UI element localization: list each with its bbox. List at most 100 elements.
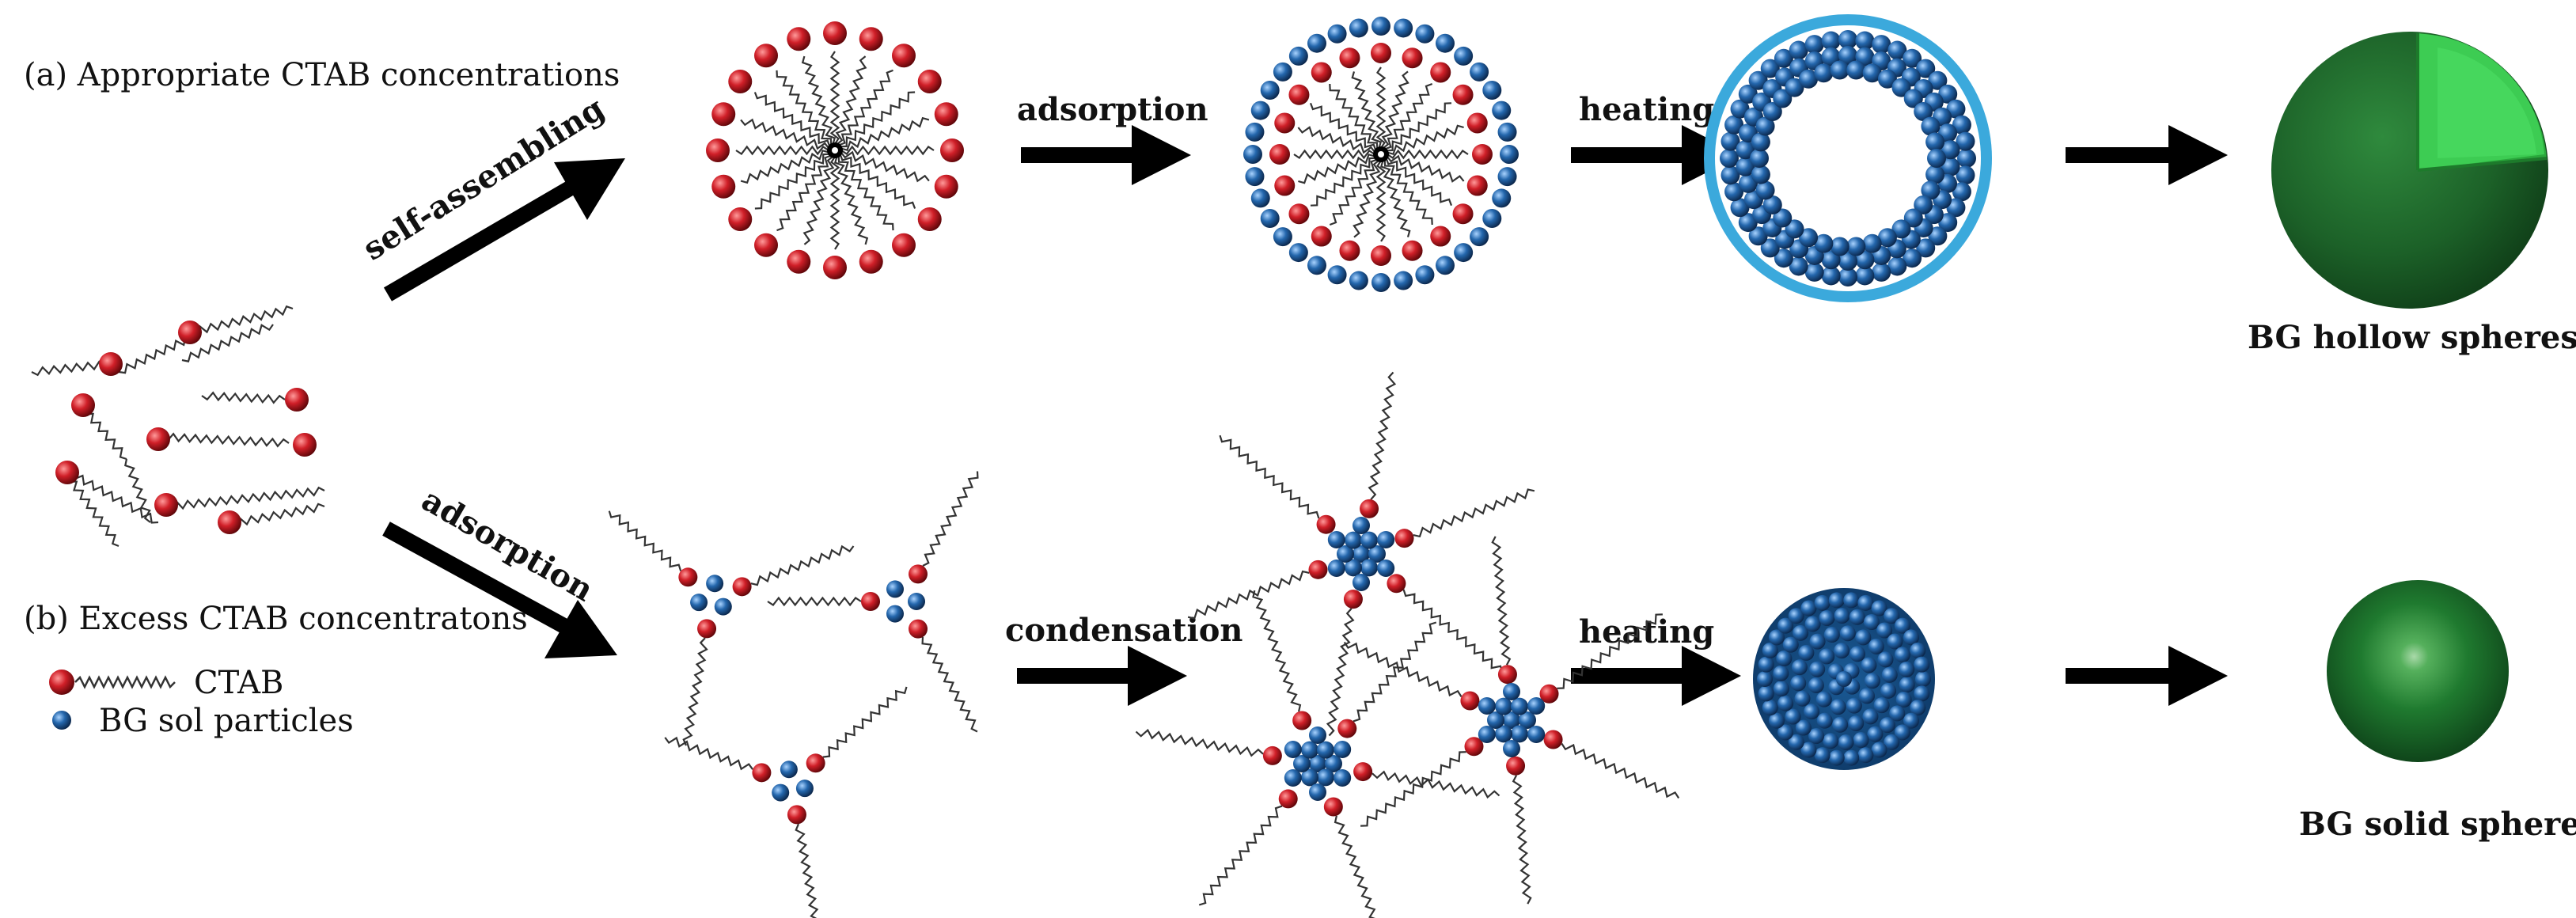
ctab-tail: [1383, 159, 1433, 226]
bg-particle: [1862, 233, 1882, 253]
ctab-tail: [1561, 743, 1680, 799]
ctab-head: [1288, 84, 1310, 105]
bg-particle: [1492, 188, 1512, 208]
ctab-tail: [740, 118, 830, 150]
ctab-tail: [1491, 536, 1512, 666]
bg-particle: [1768, 712, 1785, 729]
bg-particle: [1903, 89, 1923, 108]
bg-particle: [1284, 741, 1302, 758]
arrow-adsorption-top: [1021, 125, 1191, 185]
bg-particle: [1748, 226, 1768, 246]
ctab-head: [1339, 240, 1360, 261]
ctab-head: [1506, 756, 1526, 776]
bg-particle: [1946, 198, 1966, 218]
bg-particle: [1881, 666, 1898, 683]
ctab-tail: [922, 471, 979, 567]
bg-particle: [1360, 531, 1378, 549]
bg-particle: [1788, 734, 1804, 750]
ctab-tail: [753, 92, 831, 147]
bg-particle: [1879, 717, 1895, 734]
bg-particle: [1785, 78, 1804, 97]
bg-particle: [1527, 697, 1546, 715]
arrow-heating-bottom: [1571, 646, 1741, 706]
bg-particle: [1952, 182, 1971, 202]
bg-particle: [1921, 116, 1941, 136]
bg-particle: [1956, 131, 1975, 151]
bg-particle: [1887, 40, 1907, 60]
ctab-tail: [165, 486, 325, 511]
bg-particle: [1859, 688, 1876, 704]
bg-particle: [1377, 531, 1395, 548]
bg-particle: [1884, 608, 1900, 624]
ctab-head: [917, 207, 942, 231]
bg-particle: [1519, 711, 1536, 729]
bg-particle: [1914, 656, 1930, 673]
bg-particle: [1777, 695, 1794, 711]
bg-particle: [1478, 697, 1496, 715]
bg-particle: [1848, 715, 1865, 731]
ctab-head: [732, 577, 752, 597]
ctab-tail: [776, 154, 832, 232]
arrow-self-assembling: [383, 158, 625, 302]
bg-particle: [1773, 89, 1793, 108]
bg-particle: [1838, 252, 1857, 271]
bg-particle: [1436, 256, 1455, 275]
bg-particle: [1814, 747, 1831, 764]
bg-particle: [1868, 638, 1884, 654]
ctab-tail: [1386, 154, 1465, 183]
ctab-tail: [124, 458, 151, 523]
ctab-tail: [802, 155, 835, 245]
ctab-head: [1452, 84, 1474, 105]
bg-particle: [1828, 749, 1845, 766]
ctab-head: [1311, 62, 1332, 83]
ctab-tail: [1309, 102, 1377, 151]
bg-particle: [1921, 180, 1941, 200]
bg-particle: [690, 594, 708, 612]
ctab-tail: [682, 637, 708, 746]
bg-particle: [1838, 734, 1854, 750]
bg-particle: [1273, 62, 1292, 82]
micelle-core-dot: [1378, 151, 1384, 157]
ctab-tail: [1387, 124, 1464, 156]
ctab-tail: [1386, 102, 1452, 152]
bg-particle: [1814, 233, 1834, 253]
bg-particle: [1307, 256, 1326, 275]
bg-particle: [1927, 149, 1946, 168]
bg-particle: [1899, 661, 1915, 677]
ctab-head: [909, 564, 928, 584]
bg-particle: [1800, 600, 1817, 616]
bg-particle: [1853, 732, 1869, 749]
bg-particle: [1916, 238, 1936, 258]
bg-particle: [1777, 724, 1794, 741]
bg-particle: [1891, 219, 1911, 239]
bg-particle: [1758, 656, 1774, 673]
adsorption-top-label: adsorption: [1017, 91, 1208, 128]
bg-particle: [1788, 608, 1804, 624]
ctab-tail: [1385, 157, 1453, 207]
ctab-head: [909, 619, 928, 639]
ctab-tail: [840, 145, 935, 156]
ctab-tail: [840, 116, 930, 152]
bg-particle: [1804, 704, 1820, 720]
bg-particle: [1846, 60, 1866, 80]
bg-particle: [1819, 609, 1835, 626]
bg-particle: [1736, 140, 1755, 160]
bg-particle: [1857, 747, 1874, 764]
ctab-tail: [1352, 621, 1437, 723]
ctab-bg-clusters: [608, 471, 979, 918]
ctab-tail: [1297, 126, 1376, 154]
bg-particle: [1814, 63, 1834, 83]
ctab-head: [1288, 203, 1310, 225]
bg-particle: [1903, 712, 1920, 729]
bg-particle: [1768, 629, 1785, 646]
bg-particle: [1804, 262, 1824, 282]
bg-particle: [1891, 78, 1911, 97]
bg-particle: [1345, 559, 1362, 577]
ctab-tail: [835, 55, 867, 146]
ctab-head: [1539, 684, 1559, 704]
bg-particle: [1815, 691, 1832, 707]
ctab-tail: [608, 510, 682, 571]
bg-particle: [1925, 165, 1945, 184]
ctab-head: [934, 174, 958, 199]
ctab-head: [1402, 47, 1423, 69]
